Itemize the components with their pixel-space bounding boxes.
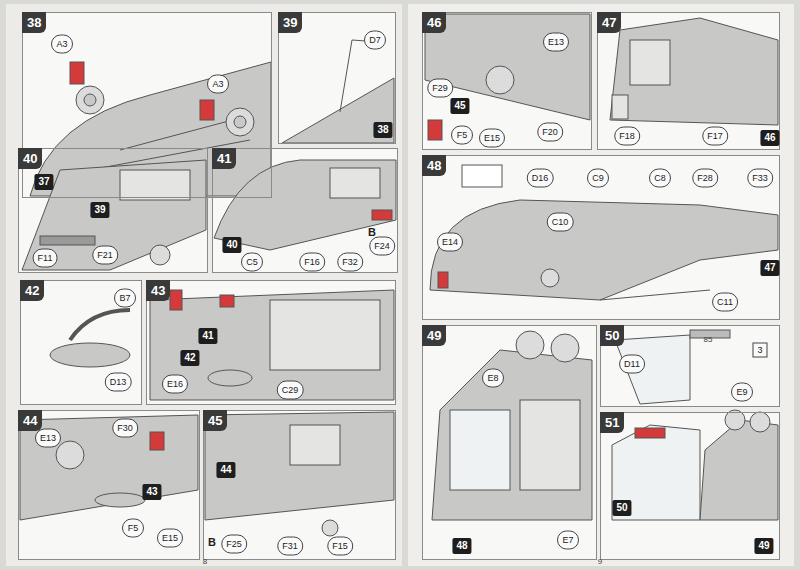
assembly-reference: 42: [180, 350, 199, 366]
assembly-reference: 38: [373, 122, 392, 138]
part-number: A3: [51, 35, 73, 54]
letter-mark: B: [208, 537, 216, 548]
step-number: 43: [146, 280, 170, 301]
part-number: F25: [221, 535, 247, 554]
part-number: F15: [327, 537, 353, 556]
part-number: E14: [437, 233, 463, 252]
part-number: B7: [114, 289, 136, 308]
part-number: D16: [527, 169, 554, 188]
assembly-reference: 37: [34, 174, 53, 190]
part-number: F5: [451, 126, 473, 145]
part-number: C29: [277, 381, 304, 400]
step-number: 46: [422, 12, 446, 33]
part-number: F11: [33, 249, 58, 268]
part-number: E13: [543, 33, 569, 52]
part-number: C10: [547, 213, 574, 232]
step-number: 39: [278, 12, 302, 33]
step-number: 49: [422, 325, 446, 346]
part-number: C11: [712, 293, 738, 312]
part-number: F32: [337, 253, 363, 272]
step-panel: 49: [422, 325, 597, 560]
step-panel: 51: [600, 412, 780, 560]
part-number: E9: [731, 383, 753, 402]
part-number: F5: [122, 519, 144, 538]
page-number: 9: [598, 558, 602, 566]
part-number: E16: [162, 375, 188, 394]
assembly-reference: 47: [760, 260, 779, 276]
part-number: E7: [557, 531, 579, 550]
helicopter-parts: [20, 14, 778, 536]
part-number: E15: [157, 529, 183, 548]
assembly-reference: 48: [452, 538, 471, 554]
panel-grounds: [18, 12, 780, 560]
part-number: F30: [112, 419, 138, 438]
step-number: 44: [18, 410, 42, 431]
part-number: C8: [649, 169, 671, 188]
part-number: F29: [427, 79, 453, 98]
part-number: D11: [619, 355, 645, 374]
step-number: 41: [212, 148, 236, 169]
step-number: 40: [18, 148, 42, 169]
part-number: F16: [299, 253, 325, 272]
assembly-reference: 40: [222, 237, 241, 253]
decal-number: 3: [752, 343, 767, 358]
right-page: [408, 4, 794, 566]
assembly-reference: 39: [90, 202, 109, 218]
part-number: F20: [537, 123, 563, 142]
letter-mark: B: [368, 227, 376, 238]
part-number: E8: [482, 369, 504, 388]
assembly-reference: 44: [216, 462, 235, 478]
assembly-reference: 41: [198, 328, 217, 344]
part-number: F28: [692, 169, 718, 188]
assembly-reference: 46: [760, 130, 779, 146]
step-number: 48: [422, 155, 446, 176]
step-number: 47: [597, 12, 621, 33]
part-number: F24: [369, 237, 395, 256]
left-page: [6, 4, 402, 566]
part-number: E15: [479, 129, 505, 148]
part-number: C9: [587, 169, 609, 188]
page-number: 8: [203, 558, 207, 566]
part-number: F21: [92, 246, 118, 265]
part-number: D7: [364, 31, 386, 50]
part-number: A3: [207, 75, 229, 94]
part-number: C5: [241, 253, 263, 272]
step-number: 42: [20, 280, 44, 301]
assembly-reference: 50: [612, 500, 631, 516]
assembly-reference: 45: [450, 98, 469, 114]
part-number: F33: [747, 169, 773, 188]
part-number: D13: [105, 373, 132, 392]
page-number: 85: [704, 336, 713, 344]
assembly-reference: 43: [142, 484, 161, 500]
part-number: F18: [614, 127, 640, 146]
step-number: 51: [600, 412, 624, 433]
assembly-reference: 49: [754, 538, 773, 554]
part-number: E13: [35, 429, 61, 448]
step-number: 45: [203, 410, 227, 431]
step-number: 38: [22, 12, 46, 33]
part-number: F17: [702, 127, 728, 146]
part-number: F31: [277, 537, 303, 556]
step-number: 50: [600, 325, 624, 346]
